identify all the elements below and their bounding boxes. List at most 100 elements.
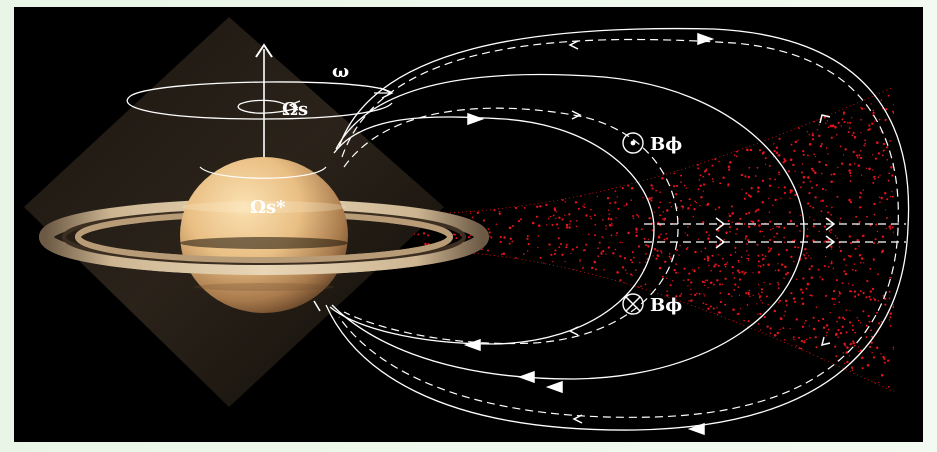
plasma-dot bbox=[820, 143, 823, 145]
plasma-dot bbox=[814, 196, 817, 199]
plasma-dot bbox=[627, 184, 630, 187]
plasma-dot bbox=[758, 346, 761, 349]
plasma-dot bbox=[737, 259, 740, 262]
plasma-dot bbox=[704, 76, 706, 78]
plasma-dot bbox=[850, 290, 853, 293]
plasma-dot bbox=[626, 272, 628, 275]
plasma-dot bbox=[609, 202, 611, 205]
plasma-dot bbox=[761, 258, 764, 261]
plasma-dot bbox=[777, 154, 781, 157]
plasma-dot bbox=[716, 114, 719, 117]
plasma-dot bbox=[468, 273, 472, 276]
plasma-dot bbox=[549, 98, 552, 100]
plasma-dot bbox=[726, 261, 728, 263]
plasma-dot bbox=[586, 383, 588, 386]
plasma-dot bbox=[657, 381, 660, 384]
plasma-dot bbox=[574, 284, 577, 287]
plasma-dot bbox=[574, 294, 578, 297]
plasma-dot bbox=[705, 303, 707, 306]
plasma-dot bbox=[570, 367, 572, 369]
plasma-dot bbox=[586, 316, 589, 318]
plasma-dot bbox=[588, 185, 592, 189]
plasma-dot bbox=[759, 230, 762, 233]
plasma-dot bbox=[602, 237, 604, 239]
plasma-dot bbox=[604, 182, 606, 185]
plasma-dot bbox=[563, 93, 566, 96]
plasma-dot bbox=[873, 298, 877, 301]
plasma-dot bbox=[585, 306, 588, 309]
plasma-dot bbox=[673, 108, 675, 110]
plasma-dot bbox=[668, 252, 671, 255]
omega-s-label: Ωs bbox=[282, 99, 308, 120]
plasma-dot bbox=[825, 335, 828, 337]
plasma-dot bbox=[424, 372, 426, 375]
plasma-dot bbox=[900, 297, 902, 299]
plasma-dot bbox=[614, 201, 617, 204]
plasma-dot bbox=[430, 340, 433, 343]
plasma-dot bbox=[824, 122, 827, 124]
plasma-dot bbox=[529, 358, 532, 361]
plasma-dot bbox=[784, 273, 788, 276]
plasma-dot bbox=[442, 196, 446, 199]
plasma-dot bbox=[883, 297, 887, 301]
plasma-dot bbox=[579, 274, 582, 277]
plasma-dot bbox=[860, 107, 864, 110]
plasma-dot bbox=[570, 370, 572, 372]
plasma-dot bbox=[517, 182, 519, 185]
plasma-dot bbox=[424, 272, 427, 275]
plasma-dot bbox=[700, 250, 702, 253]
plasma-dot bbox=[550, 253, 553, 256]
plasma-dot bbox=[842, 84, 843, 85]
plasma-dot bbox=[763, 235, 765, 238]
plasma-dot bbox=[562, 294, 565, 297]
plasma-dot bbox=[773, 236, 775, 238]
plasma-dot bbox=[901, 248, 903, 250]
plasma-dot bbox=[694, 293, 697, 297]
plasma-dot bbox=[419, 382, 423, 386]
plasma-dot bbox=[865, 167, 868, 169]
plasma-dot bbox=[666, 277, 668, 279]
plasma-dot bbox=[496, 321, 499, 324]
plasma-dot bbox=[583, 206, 586, 209]
plasma-dot bbox=[686, 246, 689, 249]
plasma-dot bbox=[455, 381, 458, 384]
plasma-dot bbox=[509, 286, 512, 289]
plasma-dot bbox=[619, 279, 622, 282]
plasma-dot bbox=[808, 143, 812, 146]
plasma-dot bbox=[449, 208, 452, 211]
plasma-dot bbox=[886, 158, 889, 161]
plasma-dot bbox=[454, 107, 457, 109]
plasma-dot bbox=[878, 118, 881, 121]
plasma-dot bbox=[548, 299, 551, 302]
plasma-dot bbox=[802, 350, 805, 354]
plasma-dot bbox=[804, 247, 807, 251]
plasma-dot bbox=[545, 144, 548, 148]
plasma-dot bbox=[759, 312, 762, 316]
plasma-dot bbox=[542, 186, 545, 189]
plasma-dot bbox=[533, 149, 536, 152]
plasma-dot bbox=[495, 223, 498, 225]
plasma-dot bbox=[842, 111, 846, 114]
plasma-dot bbox=[888, 319, 891, 321]
plasma-dot bbox=[695, 111, 697, 114]
plasma-dot bbox=[704, 169, 708, 172]
plasma-dot bbox=[769, 228, 772, 231]
plasma-dot bbox=[595, 366, 598, 369]
plasma-dot bbox=[559, 242, 563, 246]
plasma-dot bbox=[874, 175, 876, 178]
plasma-dot bbox=[542, 394, 543, 395]
plasma-dot bbox=[563, 376, 566, 378]
plasma-dot bbox=[849, 172, 852, 175]
plasma-dot bbox=[646, 331, 649, 334]
plasma-dot bbox=[549, 215, 552, 218]
plasma-dot bbox=[584, 177, 586, 179]
plasma-dot bbox=[424, 301, 427, 304]
plasma-dot bbox=[493, 130, 496, 133]
plasma-dot bbox=[698, 293, 701, 295]
plasma-dot bbox=[818, 230, 820, 233]
plasma-dot bbox=[466, 87, 469, 90]
plasma-dot bbox=[683, 279, 685, 281]
plasma-dot bbox=[605, 253, 607, 255]
plasma-dot bbox=[642, 77, 643, 78]
plasma-dot bbox=[777, 93, 779, 95]
